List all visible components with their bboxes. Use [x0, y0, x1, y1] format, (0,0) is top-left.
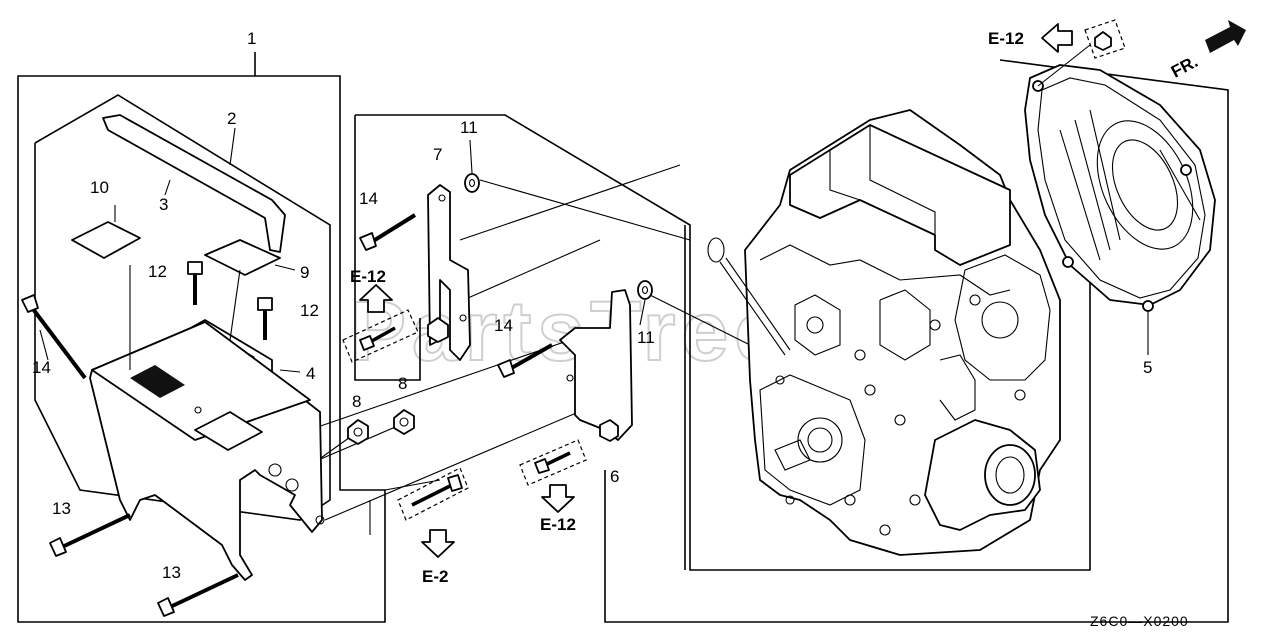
label-plate-10 — [71, 221, 141, 259]
callout-7: 7 — [433, 145, 442, 164]
callout-13-lower: 13 — [162, 563, 181, 582]
bolt-14-middle — [497, 343, 553, 378]
strip-part — [102, 114, 286, 253]
reference-labels: E-12 E-12 E-12 E-2 FR. — [350, 29, 1201, 586]
nut-8-b — [393, 409, 415, 435]
callout-5: 5 — [1143, 358, 1152, 377]
label-plate-9 — [204, 239, 281, 276]
leader-top — [1037, 44, 1091, 87]
direction-label: FR. — [1168, 52, 1201, 82]
callout-9: 9 — [300, 263, 309, 282]
engine-block — [707, 109, 1061, 556]
callout-1: 1 — [247, 29, 256, 48]
bolt-12-b — [257, 297, 273, 340]
diagram-code: Z6C0—X0200 — [1090, 613, 1189, 629]
callout-14-middle: 14 — [494, 316, 513, 335]
bolt-13-upper — [49, 513, 131, 557]
callout-12-b: 12 — [300, 301, 319, 320]
callout-6: 6 — [610, 467, 619, 486]
arrow-left-e12 — [1041, 23, 1073, 53]
ref-box-e12-left — [342, 309, 419, 363]
ref-e12-left: E-12 — [350, 267, 386, 286]
callout-13-upper: 13 — [52, 499, 71, 518]
bracket-part-6 — [559, 289, 633, 442]
callout-11-upper: 11 — [460, 118, 478, 137]
nut-8-a — [347, 419, 369, 445]
cover-part-1 — [89, 321, 325, 581]
arrow-down-e12 — [541, 484, 575, 513]
arrow-down-e2 — [421, 529, 455, 558]
callout-14-upper: 14 — [359, 189, 378, 208]
bolt-12-a — [187, 261, 203, 305]
arrow-up-e12 — [359, 284, 393, 313]
callout-labels: 1 2 3 4 5 6 7 8 8 9 10 11 11 12 12 13 13… — [32, 29, 1152, 582]
direction-arrow-icon — [1205, 20, 1246, 53]
callout-3: 3 — [159, 195, 168, 214]
ref-box-e2 — [397, 467, 469, 521]
callout-11-lower: 11 — [637, 328, 655, 347]
callout-8-a: 8 — [352, 392, 361, 411]
callout-10: 10 — [90, 178, 109, 197]
callout-2: 2 — [227, 109, 236, 128]
washer-11-lower — [637, 280, 653, 300]
ref-e12-middle: E-12 — [540, 515, 576, 534]
watermark: PartsTree — [350, 284, 787, 378]
bolt-13-lower — [157, 573, 239, 617]
callout-4: 4 — [306, 364, 315, 383]
bolt-14-upper — [359, 213, 417, 251]
ref-box-e12-middle — [519, 439, 587, 486]
ref-e12-top: E-12 — [988, 29, 1024, 48]
callout-14-left: 14 — [32, 358, 51, 377]
ref-box-e12-top — [1084, 19, 1126, 59]
callout-12-a: 12 — [148, 262, 167, 281]
bolt-14-left — [21, 294, 87, 380]
callout-8-b: 8 — [398, 374, 407, 393]
ref-e2: E-2 — [422, 567, 448, 586]
bracket-part-7 — [427, 184, 471, 361]
washer-11-upper — [464, 173, 480, 193]
fan-cover-part-5 — [1024, 64, 1216, 312]
